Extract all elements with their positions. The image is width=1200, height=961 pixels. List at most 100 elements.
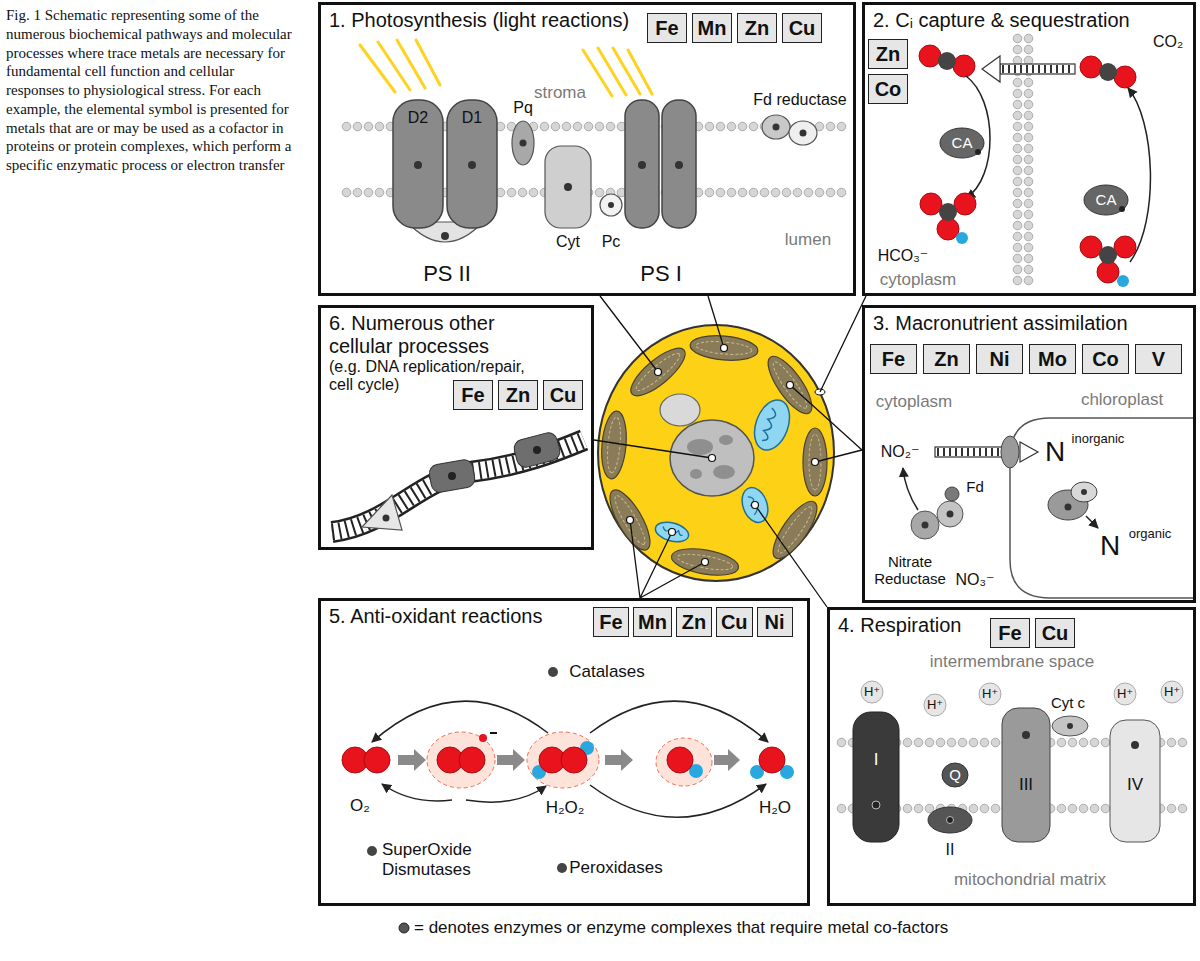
leader-end (787, 382, 794, 389)
cytochrome-complex (545, 146, 591, 228)
metal-dot (1022, 731, 1030, 739)
diagram-label: IV (1127, 775, 1143, 795)
metal-cofactor-box: Ni (757, 607, 793, 637)
diagram-label: CO₂ (1153, 33, 1183, 51)
diagram-label: lumen (785, 230, 831, 250)
oxygen-atom (561, 747, 587, 773)
d1-protein (447, 100, 497, 228)
photosystem-one (625, 100, 659, 228)
element-symbol: Zn (681, 610, 707, 634)
diagram-label: N (1045, 436, 1065, 468)
metal-dot (872, 801, 880, 809)
element-symbol: Fe (652, 16, 682, 40)
diagram-label: Q (949, 766, 961, 783)
transport-arrow-head (1020, 442, 1038, 462)
metal-dot (468, 161, 476, 169)
metal-dot (947, 511, 954, 518)
element-symbol: Fe (598, 610, 624, 634)
metal-dot (548, 667, 558, 677)
nitrite-reductase (1071, 482, 1097, 502)
carbon-atom (939, 203, 957, 221)
legend-entry: = denotes enzymes or enzyme complexes th… (414, 918, 948, 938)
diagram-label: Nitrate Reductase (868, 553, 952, 588)
carbonic-anhydrase (940, 128, 984, 158)
photosystem-one (662, 100, 696, 228)
light-rays (360, 40, 652, 96)
metal-cofactor-box: Cu (1035, 618, 1075, 648)
mitochondrion (748, 395, 796, 455)
thylakoid (633, 349, 684, 394)
diagram-label: intermembrane space (930, 652, 1094, 672)
complex-two (928, 807, 972, 833)
chloroplast (766, 495, 825, 564)
catalase-arrow (590, 701, 768, 742)
diagram-label: H⁺ (864, 685, 880, 700)
element-symbol: Zn (503, 383, 533, 407)
reactive-glow (656, 738, 712, 786)
complex-four (1110, 720, 1160, 842)
transport-arrow-dashes (937, 448, 1001, 456)
oxygen-atom (1080, 56, 1102, 78)
nitrite-transporter (1001, 436, 1019, 468)
dismutase-arrow (466, 786, 546, 802)
element-symbol: Mn (697, 16, 727, 40)
metal-cofactor-box: Ni (976, 344, 1023, 374)
leader-end (627, 517, 634, 524)
polymerase (512, 431, 562, 469)
process-panel: 1. Photosynthesis (light reactions)FeMnZ… (318, 2, 856, 296)
chloroplast (669, 544, 740, 579)
panel-heading: 2. Cᵢ capture & sequestration (873, 9, 1185, 32)
leader-lines (594, 296, 866, 607)
charge-sign (490, 732, 497, 734)
element-symbol: Cu (548, 383, 578, 407)
dismutase-arrow (382, 784, 452, 801)
leader-end (752, 502, 759, 509)
leader-end (812, 459, 819, 466)
chloroplast-body (766, 495, 825, 564)
element-symbol: Cu (787, 16, 817, 40)
carbonic-anhydrase (1084, 185, 1128, 215)
diagram-label: O₂ (350, 796, 370, 816)
oxygen-atom (459, 747, 485, 773)
metal-dot (367, 846, 377, 856)
proton-circle (1114, 683, 1136, 705)
reaction-arrow (1128, 88, 1150, 262)
diagram-label: NO₂⁻ (881, 443, 920, 461)
oxygen-atom (920, 193, 942, 215)
metal-cofactor-box: Zn (737, 13, 777, 43)
leader-end (721, 345, 728, 352)
diagram-label: mitochondrial matrix (954, 870, 1106, 890)
proton-circle (1161, 681, 1183, 703)
oxygen-atom (953, 55, 975, 77)
diagram-label: I (874, 750, 879, 770)
metal-cofactor-box: Co (868, 74, 908, 104)
reaction-arrow (1086, 516, 1098, 528)
diagram-label: Catalases (569, 662, 645, 682)
oxygen-atom (937, 218, 959, 240)
cristae (748, 495, 759, 514)
diagram-label: NO₃⁻ (956, 571, 995, 589)
mitochondrion (738, 484, 773, 526)
metal-dot (533, 446, 541, 454)
diagram-label: N (1100, 530, 1120, 562)
diagram-label: Peroxidases (569, 858, 663, 878)
element-symbol: Cu (1040, 621, 1070, 645)
diagram-label: Pq (513, 99, 533, 117)
element-symbol: Fe (458, 383, 488, 407)
element-symbol: Zn (742, 16, 772, 40)
transport-arrow-dashes (1002, 65, 1073, 73)
oxygen-atom (954, 193, 976, 215)
diagram-label: CA (952, 134, 973, 151)
proton-circle (979, 683, 1001, 705)
d2-protein (393, 100, 443, 228)
metal-dot (608, 202, 614, 208)
chloroplast (603, 485, 658, 556)
metal-cofactor-box: Fe (453, 380, 493, 410)
metal-cofactor-box: Cu (543, 380, 583, 410)
transport-arrow-body (1000, 64, 1075, 74)
metal-dot (773, 124, 780, 131)
ferredoxin (945, 487, 959, 501)
transport-arrow-head (982, 56, 1000, 82)
chloroplast-outline (1010, 418, 1193, 598)
complex-one (853, 712, 899, 842)
